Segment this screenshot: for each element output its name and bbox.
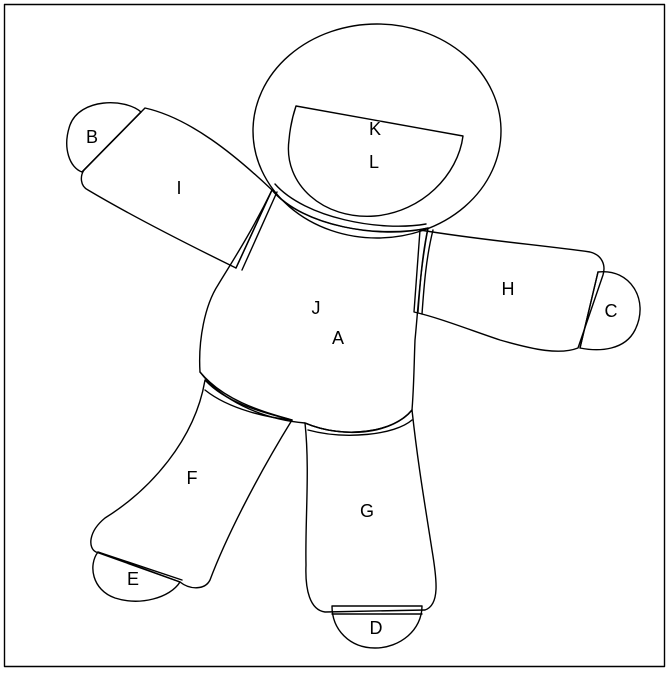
left-hand <box>67 103 141 172</box>
label-e: E <box>127 569 139 589</box>
label-d: D <box>370 618 383 638</box>
label-l: L <box>369 152 379 172</box>
right-wrist-line <box>580 272 598 348</box>
label-j: J <box>312 298 321 318</box>
left-shoulder-seam <box>236 190 272 268</box>
label-g: G <box>360 501 374 521</box>
label-f: F <box>187 468 198 488</box>
label-b: B <box>86 127 98 147</box>
label-c: C <box>605 301 618 321</box>
label-k: K <box>369 119 381 139</box>
label-i: I <box>176 178 181 198</box>
left-shoulder-seam-inner <box>242 192 277 270</box>
label-a: A <box>332 328 344 348</box>
label-h: H <box>502 279 515 299</box>
right-shoulder-seam-inner <box>422 230 433 314</box>
left-ankle-line <box>98 552 182 580</box>
collar-inner <box>275 184 426 226</box>
